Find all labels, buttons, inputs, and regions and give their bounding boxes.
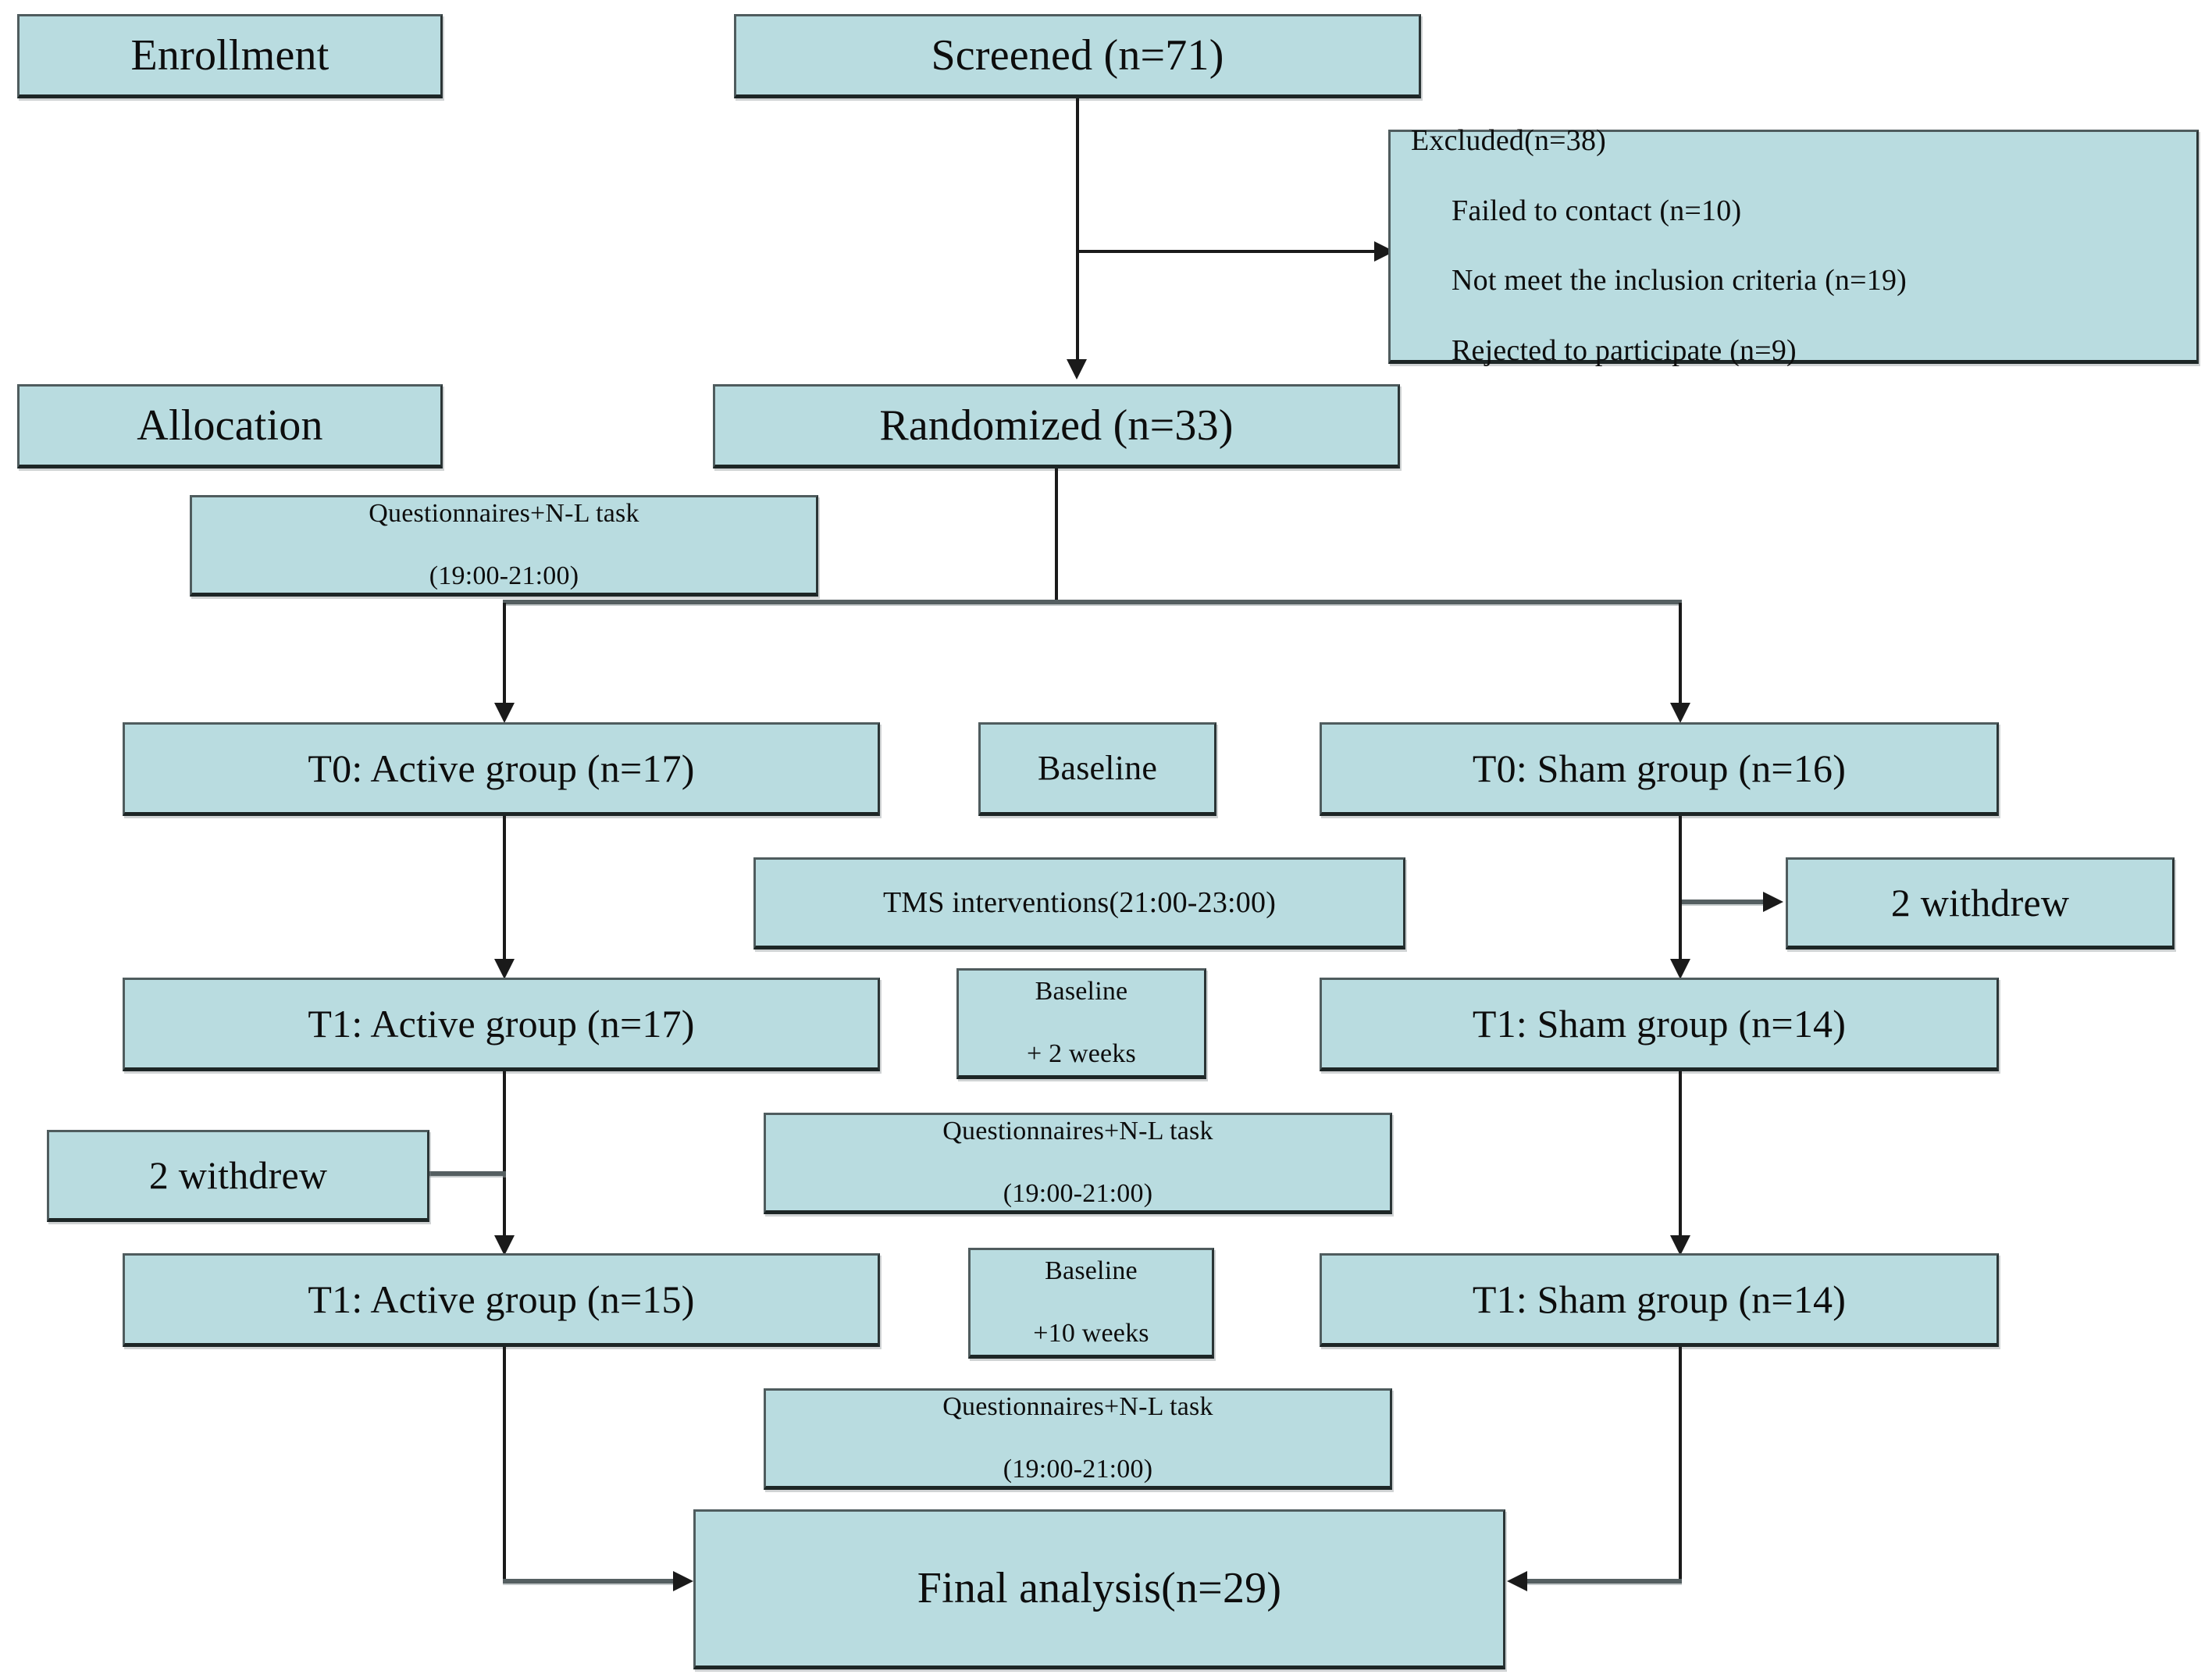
baseline-10w-line1: Baseline	[1045, 1256, 1138, 1285]
box-t1-active-group-17: T1: Active group (n=17)	[123, 978, 880, 1071]
box-baseline: Baseline	[978, 722, 1216, 816]
box-questionnaires-2weeks: Questionnaires+N-L task (19:00-21:00)	[764, 1113, 1392, 1214]
questionnaires-2-line2: (19:00-21:00)	[1003, 1179, 1153, 1209]
arrowhead-t0-sham	[1670, 703, 1690, 723]
connector-randomized-stem	[1055, 468, 1058, 603]
connector-allocation-split-bar	[503, 600, 1682, 604]
box-final-analysis: Final analysis(n=29)	[693, 1509, 1505, 1669]
connector-screened-to-randomized	[1076, 98, 1079, 364]
box-t0-active-group: T0: Active group (n=17)	[123, 722, 880, 816]
connector-t0active-to-t1active	[503, 816, 506, 976]
arrowhead-t1-active-17	[494, 959, 515, 979]
excluded-reason-0: Failed to contact (n=10)	[1452, 194, 1742, 227]
box-t0-sham-group: T0: Sham group (n=16)	[1320, 722, 1999, 816]
arrowhead-withdrew-sham	[1763, 892, 1783, 912]
box-baseline-2weeks: Baseline + 2 weeks	[956, 968, 1206, 1079]
arrowhead-t1-sham-14a	[1670, 959, 1690, 979]
box-questionnaires-baseline: Questionnaires+N-L task (19:00-21:00)	[190, 495, 818, 597]
connector-sham-to-final-vertical	[1679, 1347, 1682, 1581]
box-randomized: Randomized (n=33)	[713, 384, 1400, 468]
questionnaires-2-line1: Questionnaires+N-L task	[942, 1116, 1213, 1145]
box-screened: Screened (n=71)	[734, 14, 1421, 98]
connector-active-to-final-vertical	[503, 1347, 506, 1581]
box-t1-sham-group-14a: T1: Sham group (n=14)	[1320, 978, 1999, 1071]
arrowhead-t0-active	[494, 703, 515, 723]
questionnaires-1-line1: Questionnaires+N-L task	[369, 498, 639, 528]
connector-screened-to-excluded	[1076, 250, 1388, 253]
arrowhead-t1-sham-14b	[1670, 1235, 1690, 1256]
box-baseline-10weeks: Baseline +10 weeks	[968, 1248, 1214, 1359]
connector-to-active-group	[503, 603, 506, 718]
arrowhead-randomized	[1067, 359, 1087, 379]
connector-active-to-final-horizontal	[503, 1579, 679, 1584]
connector-sham-to-final-horizontal	[1524, 1579, 1682, 1584]
questionnaires-1-line2: (19:00-21:00)	[429, 561, 579, 591]
connector-t1active17-to-t1active15	[503, 1071, 506, 1251]
baseline-2w-line2: + 2 weeks	[1027, 1039, 1136, 1069]
box-questionnaires-10weeks: Questionnaires+N-L task (19:00-21:00)	[764, 1388, 1392, 1490]
box-t1-active-group-15: T1: Active group (n=15)	[123, 1253, 880, 1347]
excluded-title: Excluded(n=38)	[1411, 124, 1607, 158]
arrowhead-t1-active-15	[494, 1235, 515, 1256]
box-withdrew-sham: 2 withdrew	[1786, 857, 2175, 949]
connector-t0sham-to-t1sham	[1679, 816, 1682, 976]
box-tms-interventions: TMS interventions(21:00-23:00)	[753, 857, 1405, 949]
baseline-10w-line2: +10 weeks	[1033, 1319, 1149, 1348]
baseline-2w-line1: Baseline	[1035, 976, 1128, 1006]
connector-t1sham14a-to-t1sham14b	[1679, 1071, 1682, 1251]
stage-label-enrollment: Enrollment	[17, 14, 443, 98]
box-withdrew-active: 2 withdrew	[47, 1130, 429, 1222]
box-t1-sham-group-14b: T1: Sham group (n=14)	[1320, 1253, 1999, 1347]
arrowhead-final-from-sham	[1507, 1571, 1527, 1591]
stage-label-allocation: Allocation	[17, 384, 443, 468]
connector-sham-to-withdrew	[1682, 900, 1769, 904]
excluded-reason-1: Not meet the inclusion criteria (n=19)	[1452, 264, 1907, 297]
box-excluded: Excluded(n=38) Failed to contact (n=10) …	[1388, 124, 2199, 367]
connector-to-sham-group	[1679, 603, 1682, 718]
arrowhead-final-from-active	[673, 1571, 693, 1591]
excluded-reason-2: Rejected to participate (n=9)	[1452, 334, 1797, 368]
questionnaires-3-line1: Questionnaires+N-L task	[942, 1391, 1213, 1421]
questionnaires-3-line2: (19:00-21:00)	[1003, 1455, 1153, 1484]
connector-active-to-withdrew	[412, 1171, 506, 1176]
